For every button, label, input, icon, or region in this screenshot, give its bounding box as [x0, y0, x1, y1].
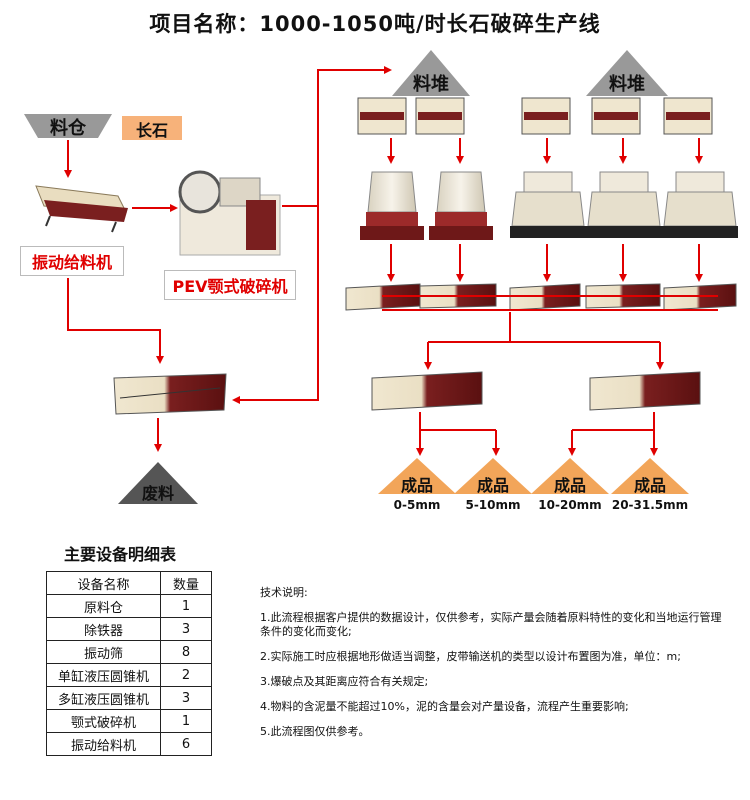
table-cell: 3 — [160, 686, 212, 710]
feldspar-label: 长石 — [135, 121, 168, 140]
product-triangle-1 — [378, 458, 456, 494]
table-cell: 除铁器 — [46, 617, 161, 641]
page-title: 项目名称：1000-1050吨/时长石破碎生产线 — [149, 12, 601, 36]
primary-screen-image — [113, 373, 227, 415]
flow-arrows-feeders — [387, 138, 703, 164]
stockpile-1-label: 料堆 — [413, 74, 449, 95]
note-item: 3.爆破点及其距离应符合有关规定; — [260, 675, 429, 688]
equipment-table-title: 主要设备明细表 — [64, 545, 177, 564]
table-cell: 多缸液压圆锥机 — [46, 686, 161, 710]
table-cell: 颚式破碎机 — [46, 709, 161, 733]
waste-node — [118, 462, 198, 504]
stockpile-1-node — [392, 50, 470, 96]
table-cell: 2 — [160, 663, 212, 687]
feeders-row — [357, 97, 713, 135]
secondary-screens — [371, 371, 701, 411]
multi-cylinder-cone-crushers — [510, 171, 738, 238]
table-cell: 原料仓 — [46, 594, 161, 618]
table-cell: 1 — [160, 709, 212, 733]
note-item: 5.此流程图仅供参考。 — [260, 725, 370, 738]
table-header: 设备名称 — [46, 571, 161, 595]
silo-label: 料仓 — [50, 118, 86, 139]
table-cell: 1 — [160, 594, 212, 618]
flow-arrows-primary — [64, 66, 392, 452]
product-triangles — [378, 458, 689, 494]
product-label-3: 成品 — [553, 476, 586, 495]
stockpile-2-node — [586, 50, 668, 96]
notes-heading: 技术说明: — [260, 586, 308, 599]
product-triangle-2 — [454, 458, 532, 494]
silo-node — [24, 114, 112, 138]
stockpile-2-label: 料堆 — [609, 74, 645, 95]
product-size-1: 0-5mm — [393, 498, 441, 512]
note-item: 2.实际施工时应根据地形做适当调整，皮带输送机的类型以设计布置图为准，单位：m; — [260, 650, 681, 663]
feldspar-box — [122, 116, 182, 140]
product-label-1: 成品 — [400, 476, 433, 495]
feeder-label: 振动给料机 — [20, 246, 124, 276]
technical-notes: 技术说明: 1.此流程根据客户提供的数据设计，仅供参考，实际产量会随着原料特性的… — [260, 586, 730, 750]
waste-label: 废料 — [141, 484, 174, 503]
return-belt-lines — [382, 295, 718, 311]
product-size-3: 10-20mm — [538, 498, 602, 512]
product-size-2: 5-10mm — [465, 498, 521, 512]
table-cell: 8 — [160, 640, 212, 664]
product-label-2: 成品 — [476, 476, 509, 495]
product-triangle-4 — [611, 458, 689, 494]
note-item: 1.此流程根据客户提供的数据设计，仅供参考，实际产量会随着原料特性的变化和当地运… — [260, 611, 722, 638]
product-label-4: 成品 — [633, 476, 666, 495]
jaw-crusher-label: PEV颚式破碎机 — [164, 270, 296, 300]
table-cell: 3 — [160, 617, 212, 641]
single-cylinder-cone-crushers — [360, 171, 493, 240]
vibrating-feeder-image — [35, 185, 128, 233]
product-size-4: 20-31.5mm — [611, 498, 689, 512]
jaw-crusher-image — [178, 170, 281, 256]
table-cell: 6 — [160, 732, 212, 756]
note-item: 4.物料的含泥量不能超过10%，泥的含量会对产量设备，流程产生重要影响; — [260, 700, 629, 713]
flow-arrows-products — [416, 412, 658, 456]
table-cell: 振动给料机 — [46, 732, 161, 756]
table-header: 数量 — [160, 571, 212, 595]
table-cell: 振动筛 — [46, 640, 161, 664]
product-triangle-3 — [531, 458, 609, 494]
table-header-row: 设备名称 数量 — [46, 571, 212, 595]
flow-arrows-secondary — [424, 312, 664, 370]
table-cell: 单缸液压圆锥机 — [46, 663, 161, 687]
flow-arrows-crushers — [387, 244, 703, 282]
